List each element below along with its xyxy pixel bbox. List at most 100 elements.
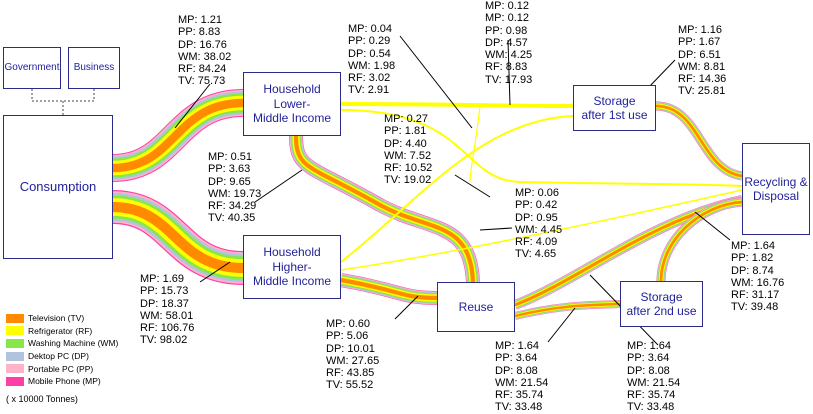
value: WM: 7.52 [384,149,432,162]
legend-item: Dektop PC (DP) [6,350,118,363]
value: MP: 1.64 [495,340,540,352]
flow-lower-to-storage1-up [469,105,481,183]
value: PP: 3.64 [627,352,670,365]
value: RF: 31.17 [731,289,780,302]
legend-label: Refrigerator (RF) [28,325,93,336]
value: WM: 38.02 [178,50,232,63]
legend-swatch-tv [6,313,24,323]
node-storage-1st: Storage after 1st use [573,85,656,131]
legend-item: Mobile Phone (MP) [6,375,118,388]
flow-consumption-to-lower [112,89,244,182]
value: RF: 35.74 [627,389,676,402]
value: DP: 0.95 [515,211,558,224]
value: WM: 58.01 [140,309,194,322]
value: TV: 98.02 [140,334,188,347]
node-recycling-line2: Disposal [752,189,799,203]
node-storage-2nd-line2: after 2nd use [626,304,697,318]
leader-line [174,83,211,129]
value: TV: 75.73 [178,75,226,88]
legend-label: Washing Machine (WM) [28,338,119,349]
flow-label-lower-to-reuse: MP: 0.51 PP: 3.63 DP: 9.65 WM: 19.73 RF:… [208,151,261,225]
flow-storage1-to-recycling [655,101,744,181]
value: MP: 0.12 [485,12,530,25]
value: RF: 34.29 [208,200,257,213]
flow-lower-to-reuse [289,135,480,283]
value: DP: 16.76 [178,38,227,51]
flow-higher-to-recycling [340,189,743,271]
value: WM: 21.54 [495,376,549,389]
value: WM: 4.25 [485,49,533,62]
value: DP: 4.40 [384,137,427,150]
value: WM: 8.81 [678,60,726,73]
value: TV: 40.35 [208,212,256,225]
connector-dashed [31,89,95,115]
value: PP: 5.06 [326,330,369,343]
value: TV: 33.48 [627,401,675,414]
value: RF: 84.24 [178,63,227,76]
value: MP: 0.04 [348,23,393,35]
value: PP: 0.29 [348,35,391,48]
value: DP: 8.08 [627,364,670,377]
value: MP: 1.64 [731,240,776,252]
value: DP: 18.37 [140,297,189,310]
value: PP: 0.42 [515,199,558,212]
flow-reuse-to-storage2 [514,300,621,320]
node-household-lower-line2: Middle Income [252,111,332,126]
node-recycling-line1: Recycling & [744,174,808,189]
value: PP: 15.73 [140,285,189,298]
node-reuse: Reuse [437,282,515,332]
leader-line [454,174,491,198]
flow-label-consumption-to-lower: MP: 1.21 PP: 8.83 DP: 16.76 WM: 38.02 RF… [178,14,231,88]
legend: Television (TV) Refrigerator (RF) Washin… [6,312,118,404]
value: PP: 1.82 [731,252,774,265]
flow-label-higher-to-reuse: MP: 0.60 PP: 5.06 DP: 10.01 WM: 27.65 RF… [326,318,379,392]
value: TV: 55.52 [326,379,374,392]
leader-line [647,59,676,89]
value: MP: 0.06 [515,187,560,199]
value: TV: 2.91 [348,84,390,97]
value: WM: 16.76 [731,276,785,289]
legend-label: Portable PC (PP) [28,363,94,374]
value: TV: 39.48 [731,301,779,314]
node-household-higher: Household Higher- Middle Income [243,235,341,299]
value: RF: 14.36 [678,73,727,86]
leader-line [547,307,576,343]
node-storage-2nd-line1: Storage [640,289,683,304]
value: RF: 106.76 [140,322,195,335]
value: DP: 10.01 [326,342,375,355]
value: DP: 8.74 [731,264,774,277]
leader-line [199,261,231,283]
value: PP: 1.81 [384,125,427,138]
node-government: Government [3,47,61,89]
flow-label-higher-to-recycling: MP: 0.06 PP: 0.42 DP: 0.95 WM: 4.45 RF: … [515,187,562,261]
leader-line [394,295,419,320]
value: WM: 21.54 [627,376,681,389]
flow-label-lower-to-recycling: MP: 0.27 PP: 1.81 DP: 4.40 WM: 7.52 RF: … [384,113,432,187]
node-recycling: Recycling & Disposal [742,143,810,235]
value: MP: 1.21 [178,14,223,26]
value: TV: 19.02 [384,174,432,187]
node-consumption: Consumption [3,115,113,259]
node-household-higher-line2: Middle Income [252,274,332,289]
flow-consumption-to-higher [111,190,244,285]
value: DP: 4.57 [485,36,528,49]
node-household-higher-line1: Household Higher- [263,245,321,274]
value: RF: 10.52 [384,162,433,175]
leader-line [694,211,731,241]
flow-label-storage2-to-recycling: MP: 1.64 PP: 1.82 DP: 8.74 WM: 16.76 RF:… [731,240,784,314]
value: DP: 0.54 [348,47,391,60]
value: TV: 17.93 [485,73,533,86]
leader-line [507,39,511,106]
value: WM: 4.45 [515,223,563,236]
legend-item: Portable PC (PP) [6,362,118,375]
flow-label-storage1-to-recycling: MP: 1.16 PP: 1.67 DP: 6.51 WM: 8.81 RF: … [678,24,726,98]
value: TV: 25.81 [678,85,726,98]
node-reuse-label: Reuse [458,299,494,314]
node-business-label: Business [73,62,115,73]
node-storage-2nd: Storage after 2nd use [620,281,703,327]
legend-item: Refrigerator (RF) [6,325,118,338]
flow-label-higher-to-storage1: MP: 0.12 MP: 0.12 PP: 0.98 DP: 4.57 WM: … [485,0,532,86]
legend-swatch-pp [6,364,24,374]
flow-label-consumption-to-higher: MP: 1.69 PP: 15.73 DP: 18.37 WM: 58.01 R… [140,273,194,347]
